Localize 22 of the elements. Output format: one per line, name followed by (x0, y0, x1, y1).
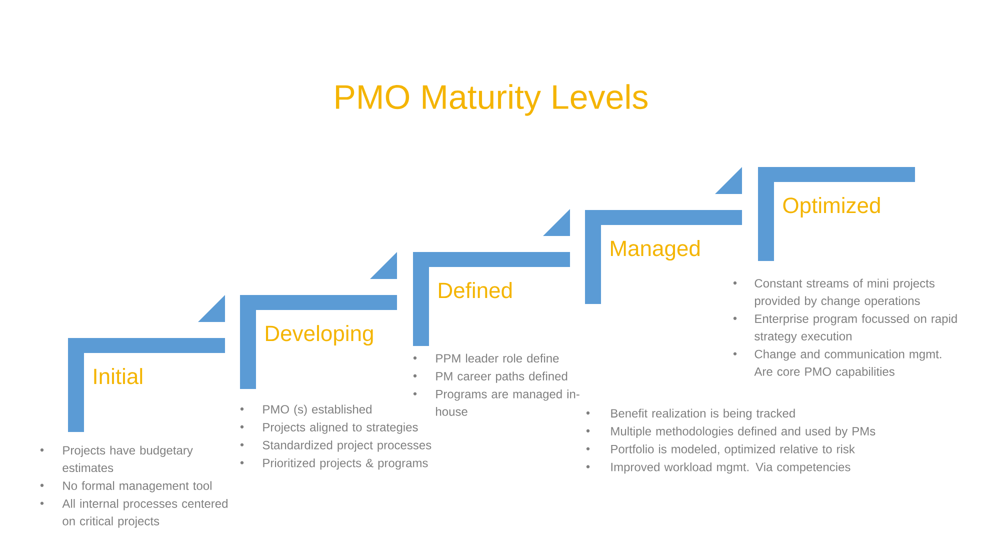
bullet-item: PMO (s) established (240, 404, 372, 416)
bullet-item: Improved workload mgmt. Via competencies (586, 462, 850, 474)
bullet-item: Change and communication mgmt. Are core PMO capabilities (733, 350, 942, 378)
step-bracket: Initial (68, 338, 225, 432)
bullet-item: PPM leader role define (413, 354, 559, 363)
bullet-item: Prioritized projects & programs (240, 458, 428, 470)
bullet-item: PM career paths defined (413, 372, 568, 383)
title: PMO Maturity Levels (336, 84, 648, 116)
step-bracket: Developing (240, 295, 397, 389)
bullet-item: All internal processes centered on critical projects (40, 499, 228, 528)
step-bracket: Optimized (758, 167, 915, 261)
bullet-item: Projects aligned to strategies (240, 422, 418, 434)
bullet-item: Programs are managed in-house (413, 390, 580, 416)
bullet-item: Multiple methodologies defined and used by PMs (586, 426, 876, 438)
step-bracket: Managed (585, 210, 742, 304)
bullet-item: Projects have budgetary estimates (40, 446, 193, 472)
bullet-item: Enterprise program focussed on rapid strategy execution (733, 314, 957, 343)
bullet-item: Portfolio is modeled, optimized relative to risk (586, 444, 855, 456)
bullet-item: No formal management tool (40, 481, 212, 492)
step-bracket: Defined (413, 252, 570, 346)
bullet-item: Benefit realization is being tracked (586, 408, 795, 420)
bullet-item: Standardized project processes (240, 440, 432, 452)
